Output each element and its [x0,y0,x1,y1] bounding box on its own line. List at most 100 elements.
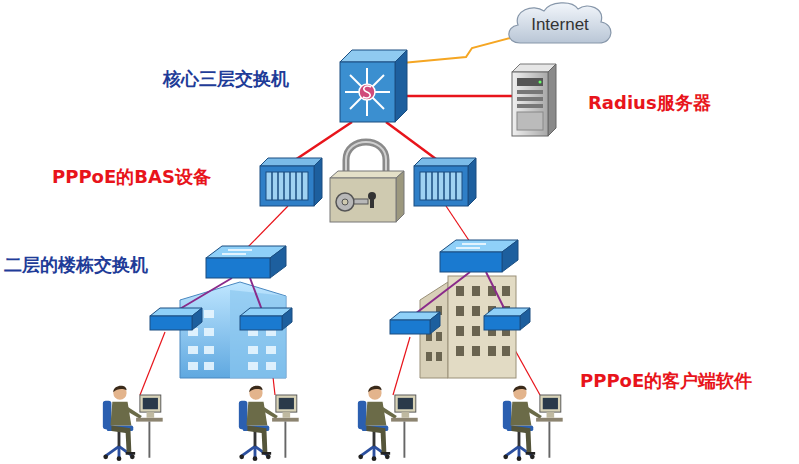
network-links-part [446,206,470,242]
radius-server-icon-part [517,104,543,108]
office-building-part-part [456,326,464,336]
building-switch-icon-part-part [228,249,252,251]
office-building-part-part [472,346,480,356]
floor-links-part [486,272,505,310]
client-user [103,386,163,461]
office-building-part-part [426,352,432,361]
floor-switch-icon-part [192,308,202,330]
building-switch-icon-part [440,252,502,272]
floor-switch-icon-part [282,308,292,330]
bas-device-icon-part [414,158,476,166]
building-switch-icon-part-part [462,243,486,245]
building-switch-icon-part-part [222,253,246,255]
office-building-part-part [188,362,198,370]
office-building-part [180,282,286,378]
device-label: PPPoE的BAS设备 [52,166,211,188]
internet-cloud: Internet [504,0,616,46]
cloud-shape [509,3,611,43]
office-building-part-part [436,352,442,361]
core-switch-icon-part [363,86,371,98]
office-building-part-part [502,286,510,296]
radius-server-icon-part [517,78,543,86]
security-lock-icon [330,142,404,222]
office-building-part [230,290,286,378]
security-lock-icon-part [396,171,404,222]
building-switch-icon-part [206,258,270,278]
bas-device-icon-part-part [271,172,273,200]
bas-device-icon-part-part [425,172,427,200]
security-lock-icon-part [342,199,348,205]
core-switch-icon-part [340,62,395,122]
radius-server-icon-part [548,64,556,136]
bas-device-icon-part [272,172,302,200]
device-label: 核心三层交换机 [163,68,289,90]
wan-link [402,36,518,63]
network-links-part [140,332,165,395]
office-building-part-part [436,332,442,341]
floor-links-part [178,278,232,310]
device-label: PPPoE的客户端软件 [580,370,752,392]
bas-device-icon-part [260,166,314,206]
network-links [140,96,540,395]
building-switch-icon-part [222,250,252,254]
device-label: 二层的楼栋交换机 [4,254,148,276]
core-switch-icon-part [345,68,390,116]
building-switch-icon-part [456,244,486,248]
radius-server-icon-part [517,112,543,130]
floor-switch-icon [390,312,440,334]
client-user [358,386,418,461]
office-building-part-part [266,362,276,370]
floor-switch-icon [150,308,202,330]
floor-switch-icon-part [390,320,430,334]
core-switch-icon [340,50,407,122]
office-building-part-part [472,326,480,336]
bas-device-icon-part-part [449,172,451,200]
floor-switch-icon [240,308,292,330]
header-rule [30,11,796,13]
floor-switch-icon-part [484,316,520,330]
radius-server-icon [512,64,556,136]
building-switch-icon-part-part [456,247,480,249]
network-links-part [407,95,512,98]
office-building-part-part [204,328,214,336]
device-label: Radius服务器 [588,92,711,114]
building-switch-icon [206,246,286,278]
office-building-part-part [204,310,214,318]
bas-device-icon-part-part [437,172,439,200]
office-building-part-part [456,346,464,356]
office-building-part-part [188,346,198,354]
client-user [239,386,299,461]
office-building-part-part [502,346,510,356]
security-lock-icon-part [354,199,368,204]
floor-switch-icon-part [520,308,530,330]
building-switch-icon [440,240,518,272]
floor-links-part [415,272,470,314]
office-building-part-part [456,306,464,316]
floor-switch-icon-part [430,312,440,334]
bas-device-icon [414,158,476,206]
network-links-part [386,122,440,162]
office-building-part-part [472,306,480,316]
bas-device-icon-part-part [455,172,457,200]
office-building-part-part [204,346,214,354]
security-lock-icon-part [370,198,374,208]
office-building [180,282,286,378]
bas-device-icon-part [314,158,322,206]
client-user [503,386,563,461]
network-links-part [245,206,288,250]
floor-links-part [250,278,262,310]
cloud-label: Internet [531,15,589,35]
bas-device-icon-part-part [301,172,303,200]
bas-device-icon [260,158,322,206]
floor-switch-icon [484,308,530,330]
core-switch-icon-part [395,50,407,122]
radius-server-icon-part [517,90,543,94]
bas-device-icon-part [426,172,456,200]
office-building-part-part [488,346,496,356]
office-building-part-part [204,362,214,370]
radius-server-icon-part [512,72,548,136]
bas-device-icon-part [468,158,476,206]
core-switch-icon-part [359,84,375,100]
